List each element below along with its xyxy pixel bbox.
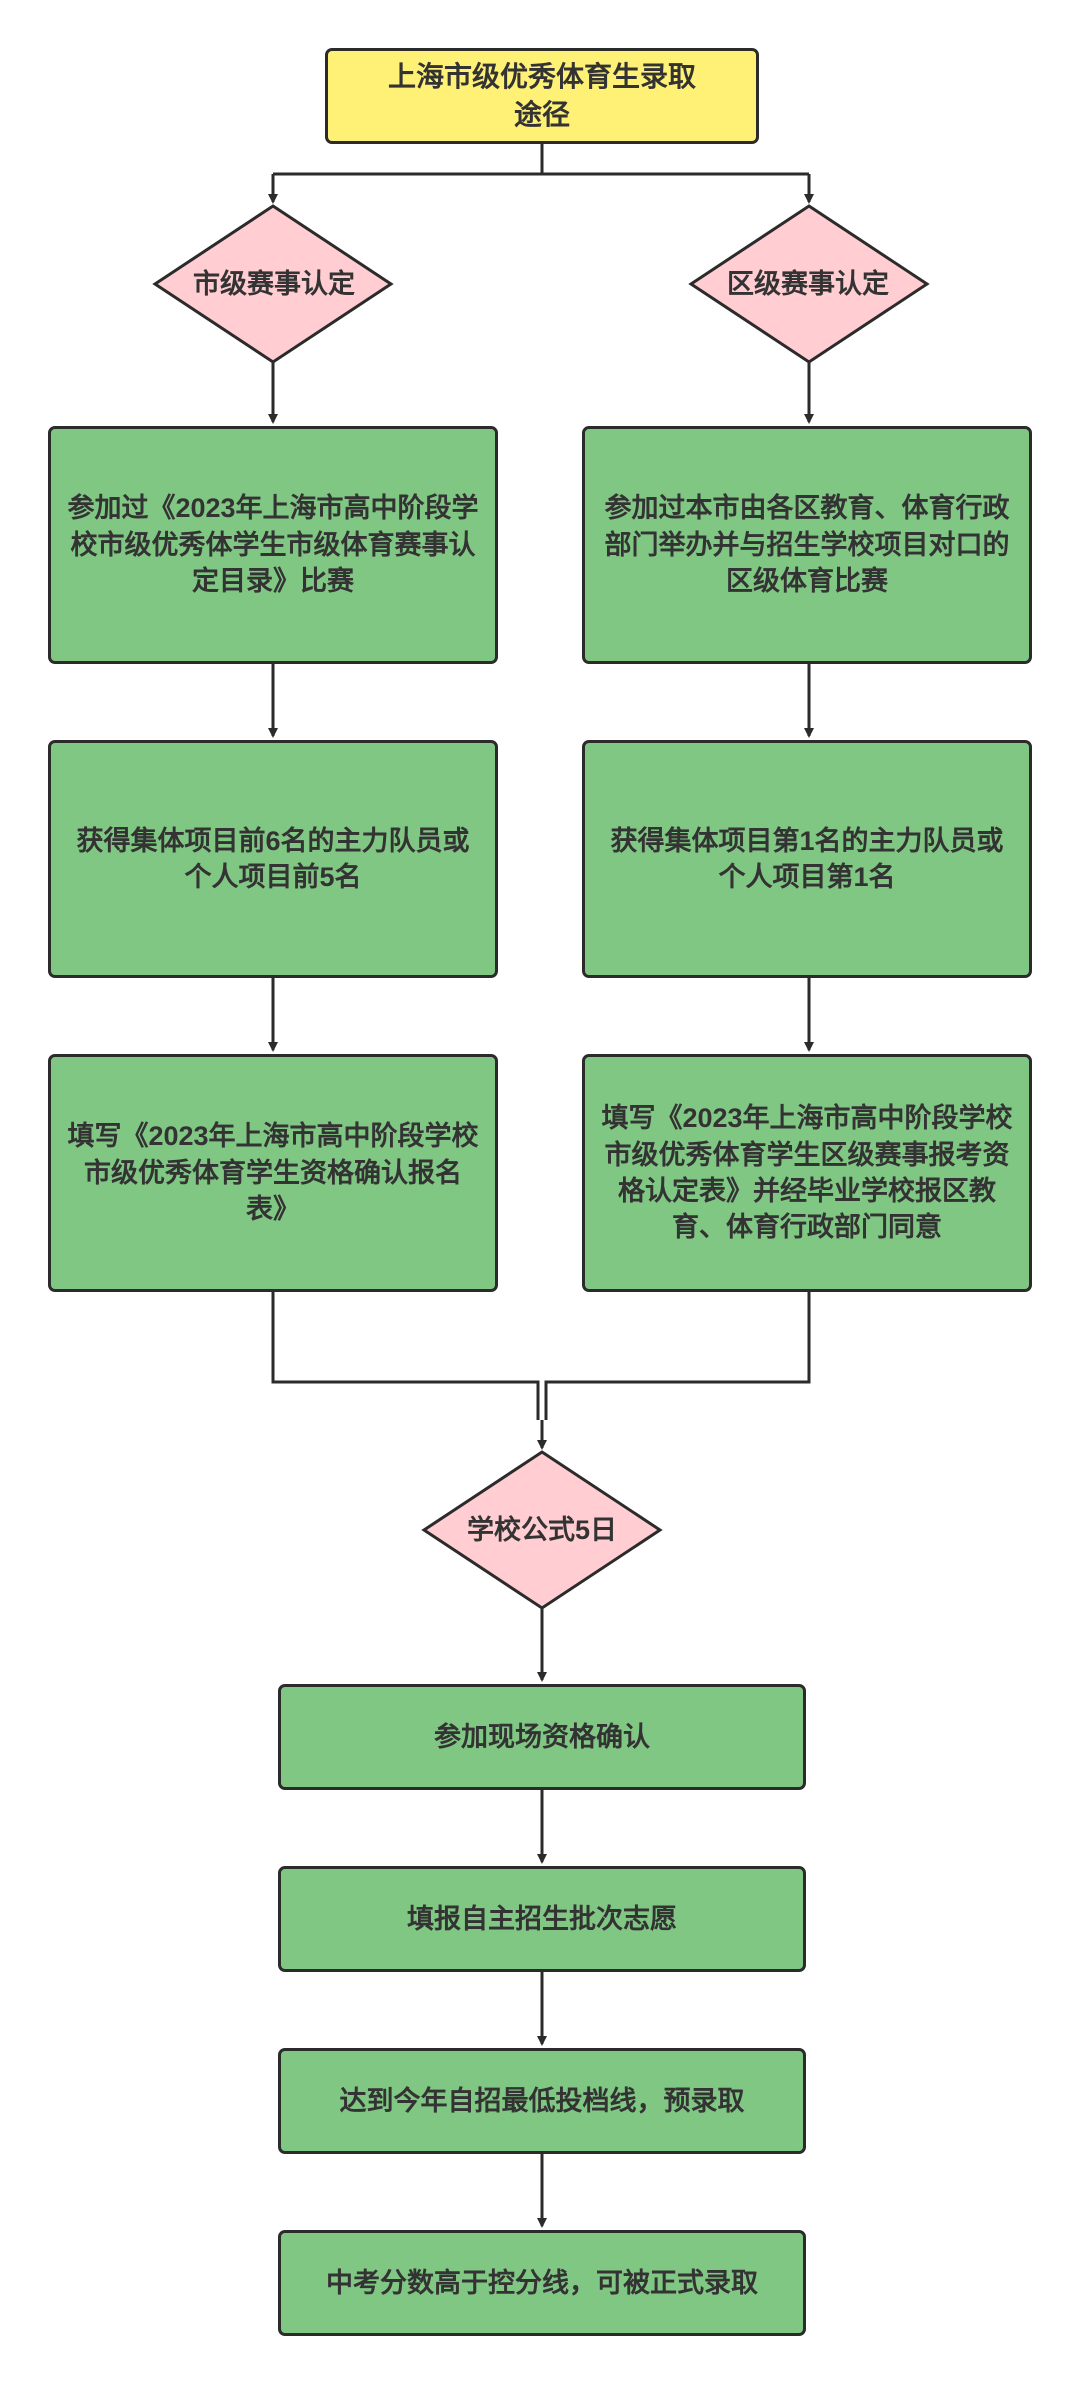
flowchart-title: 上海市级优秀体育生录取途径 <box>387 61 696 130</box>
district-step2-box: 获得集体项目第1名的主力队员或个人项目第1名 <box>582 740 1032 978</box>
city-decision-text: 市级赛事认定 <box>193 268 355 299</box>
district-step1-text: 参加过本市由各区教育、体育行政部门举办并与招生学校项目对口的区级体育比赛 <box>604 493 1010 597</box>
city-step3-box: 填写《2023年上海市高中阶段学校市级优秀体育学生资格确认报名表》 <box>48 1054 498 1292</box>
city-step3-text: 填写《2023年上海市高中阶段学校市级优秀体育学生资格确认报名表》 <box>67 1121 479 1225</box>
district-step1-box: 参加过本市由各区教育、体育行政部门举办并与招生学校项目对口的区级体育比赛 <box>582 426 1032 664</box>
city-step2-box: 获得集体项目前6名的主力队员或个人项目前5名 <box>48 740 498 978</box>
final-step3-text: 达到今年自招最低投档线，预录取 <box>339 2085 745 2116</box>
district-step2-text: 获得集体项目第1名的主力队员或个人项目第1名 <box>610 825 1004 892</box>
final-step1-text: 参加现场资格确认 <box>434 1721 650 1752</box>
publicity-decision-label: 学校公式5日 <box>424 1452 660 1608</box>
city-decision-label: 市级赛事认定 <box>156 206 392 362</box>
city-step2-text: 获得集体项目前6名的主力队员或个人项目前5名 <box>76 825 470 892</box>
district-step3-box: 填写《2023年上海市高中阶段学校市级优秀体育学生区级赛事报考资格认定表》并经毕… <box>582 1054 1032 1292</box>
connector-merge-right <box>544 1292 811 1420</box>
final-step1-box: 参加现场资格确认 <box>278 1684 806 1790</box>
publicity-decision-text: 学校公式5日 <box>466 1514 618 1545</box>
connector-merge-left <box>271 1292 540 1420</box>
city-step1-text: 参加过《2023年上海市高中阶段学校市级优秀体学生市级体育赛事认定目录》比赛 <box>67 493 479 597</box>
flowchart-title-box: 上海市级优秀体育生录取途径 <box>325 48 759 144</box>
final-step2-text: 填报自主招生批次志愿 <box>407 1903 677 1934</box>
city-step1-box: 参加过《2023年上海市高中阶段学校市级优秀体学生市级体育赛事认定目录》比赛 <box>48 426 498 664</box>
district-decision-label: 区级赛事认定 <box>690 206 926 362</box>
final-step4-text: 中考分数高于控分线，可被正式录取 <box>326 2267 758 2298</box>
district-step3-text: 填写《2023年上海市高中阶段学校市级优秀体育学生区级赛事报考资格认定表》并经毕… <box>601 1103 1013 1243</box>
final-step4-box: 中考分数高于控分线，可被正式录取 <box>278 2230 806 2336</box>
final-step2-box: 填报自主招生批次志愿 <box>278 1866 806 1972</box>
final-step3-box: 达到今年自招最低投档线，预录取 <box>278 2048 806 2154</box>
district-decision-text: 区级赛事认定 <box>727 268 889 299</box>
